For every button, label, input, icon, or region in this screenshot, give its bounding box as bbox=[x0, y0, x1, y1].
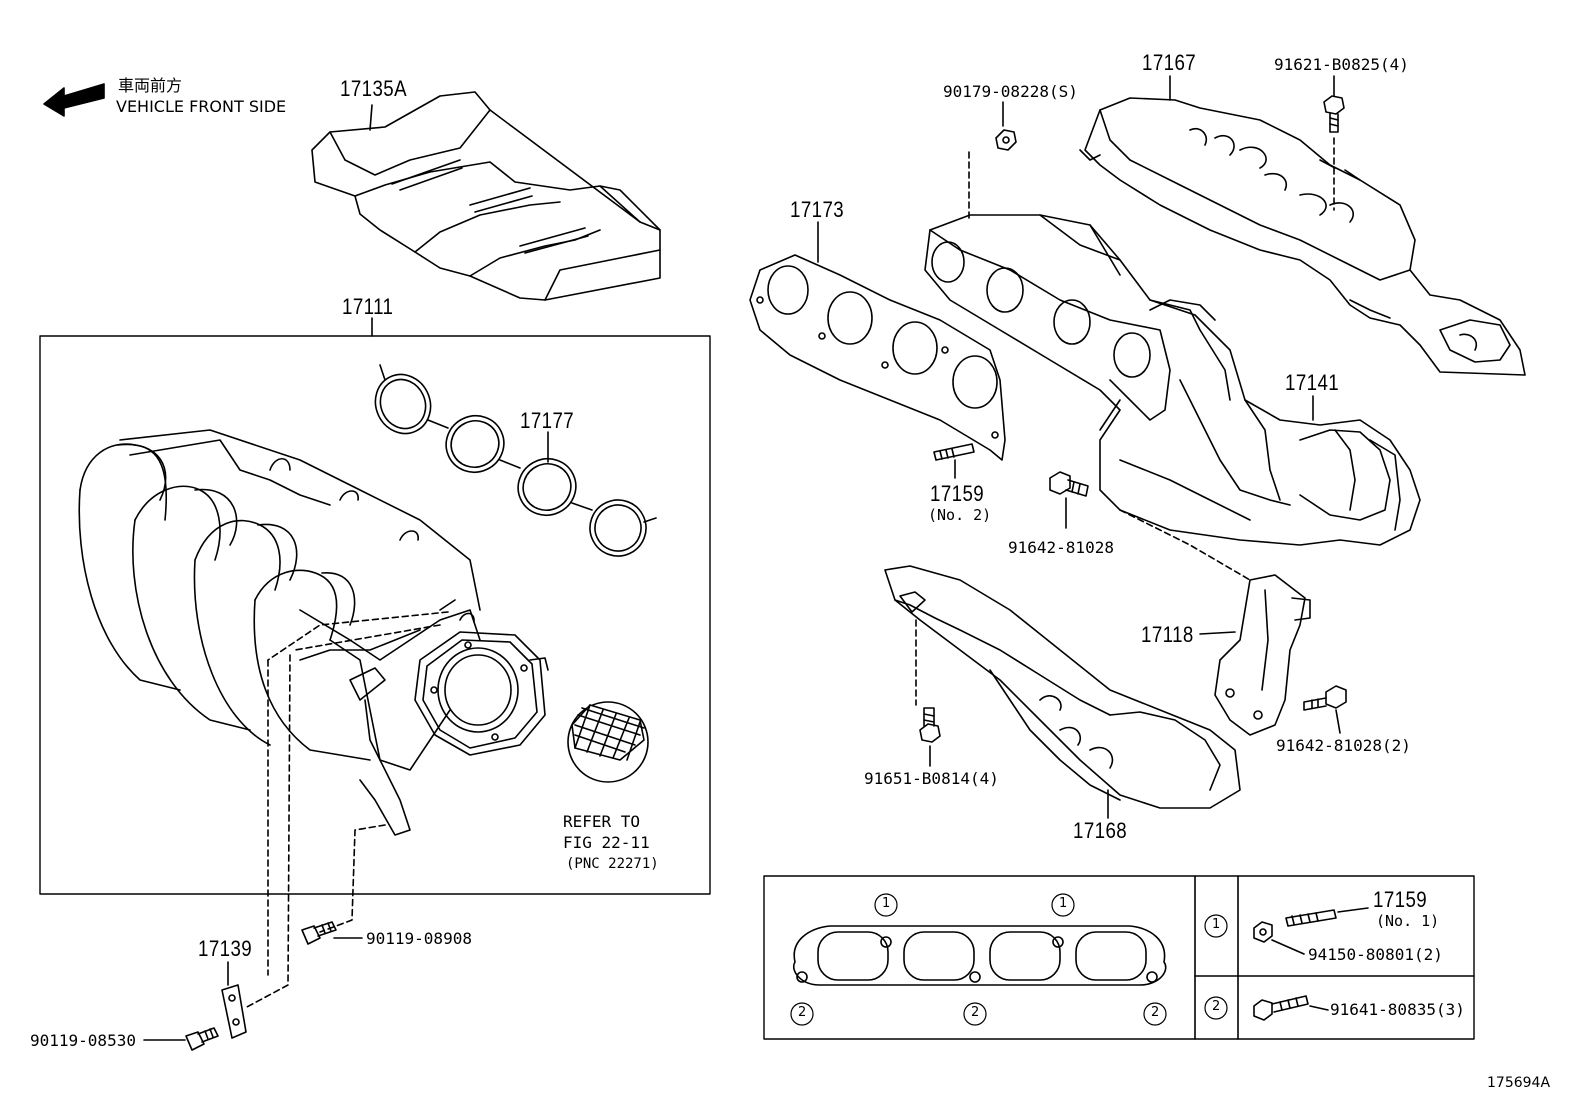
dashed-91642-a bbox=[1119, 509, 1251, 581]
legend-marker-2a: 2 bbox=[798, 1005, 807, 1020]
label-17141: 17141 bbox=[1285, 370, 1340, 395]
bolt-90119-08908-icon bbox=[301, 921, 337, 945]
label-91642-b: 91642-81028(2) bbox=[1276, 736, 1411, 755]
label-91621: 91621-B0825(4) bbox=[1274, 55, 1409, 74]
label-17168: 17168 bbox=[1073, 818, 1128, 843]
bolt-91621-icon bbox=[1323, 95, 1345, 133]
legend-marker-2b: 2 bbox=[971, 1005, 980, 1020]
refer-line-2: FIG 22-11 bbox=[563, 833, 650, 852]
refer-line-3: (PNC 22271) bbox=[566, 856, 659, 872]
label-90119-08908: 90119-08908 bbox=[366, 929, 472, 948]
leader-17118 bbox=[1199, 631, 1236, 635]
label-90179: 90179-08228(S) bbox=[943, 82, 1078, 101]
legend-table bbox=[763, 875, 1475, 1040]
bolt-91651-icon bbox=[919, 707, 941, 743]
legend-row1-nut: 94150-80801(2) bbox=[1308, 945, 1443, 964]
legend-marker-1a: 1 bbox=[882, 896, 891, 911]
legend-row1-marker: 1 bbox=[1212, 917, 1221, 932]
label-17118: 17118 bbox=[1141, 622, 1194, 647]
heat-insulator-17168 bbox=[884, 565, 1241, 809]
exhaust-manifold bbox=[924, 214, 1421, 546]
refer-throttle-body-icon bbox=[567, 701, 649, 783]
intake-dashed-guides bbox=[244, 611, 449, 1009]
legend-row2-marker: 2 bbox=[1212, 999, 1221, 1014]
bolt-90119-08530-icon bbox=[185, 1027, 219, 1051]
refer-line-1: REFER TO bbox=[563, 812, 641, 831]
heat-insulator-17135a bbox=[311, 91, 661, 301]
legend-row1-part: 17159 bbox=[1373, 887, 1428, 912]
figure-id: 175694A bbox=[1487, 1075, 1551, 1091]
label-17139: 17139 bbox=[198, 936, 253, 961]
legend-row2-bolt: 91641-80835(3) bbox=[1330, 1000, 1465, 1019]
heat-insulator-17167 bbox=[1079, 97, 1526, 376]
nut-90179-icon bbox=[995, 129, 1017, 151]
label-91651: 91651-B0814(4) bbox=[864, 769, 999, 788]
label-17167: 17167 bbox=[1142, 50, 1197, 75]
bracket-17139 bbox=[221, 984, 247, 1039]
intake-manifold-17111 bbox=[78, 429, 549, 836]
direction-jp: 車両前方 bbox=[118, 76, 183, 95]
legend-row1-note: (No. 1) bbox=[1376, 912, 1440, 930]
bolt-91642-a-icon bbox=[1049, 471, 1089, 497]
direction-en: VEHICLE FRONT SIDE bbox=[116, 97, 287, 116]
label-17135a: 17135A bbox=[340, 76, 408, 101]
label-91642-a: 91642-81028 bbox=[1008, 538, 1114, 557]
label-17173: 17173 bbox=[790, 197, 845, 222]
bolt-91642-b-icon bbox=[1303, 685, 1347, 711]
exhaust-gasket-17173 bbox=[749, 254, 1006, 461]
intake-gasket-17177 bbox=[374, 364, 657, 557]
legend-marker-1b: 1 bbox=[1059, 896, 1068, 911]
intake-manifold-box bbox=[39, 335, 711, 895]
legend-marker-2c: 2 bbox=[1151, 1005, 1160, 1020]
label-17111: 17111 bbox=[342, 294, 394, 319]
vehicle-front-arrow-icon bbox=[43, 83, 105, 117]
stud-17159-no2-icon bbox=[933, 443, 975, 461]
stay-17118 bbox=[1214, 574, 1311, 736]
leader-91642-b bbox=[1335, 709, 1341, 734]
label-90119-08530: 90119-08530 bbox=[30, 1031, 136, 1050]
label-17159-no2-note: (No. 2) bbox=[928, 506, 992, 524]
leader-17135a bbox=[369, 104, 373, 131]
label-17159-no2: 17159 bbox=[930, 481, 985, 506]
label-17177: 17177 bbox=[520, 408, 575, 433]
